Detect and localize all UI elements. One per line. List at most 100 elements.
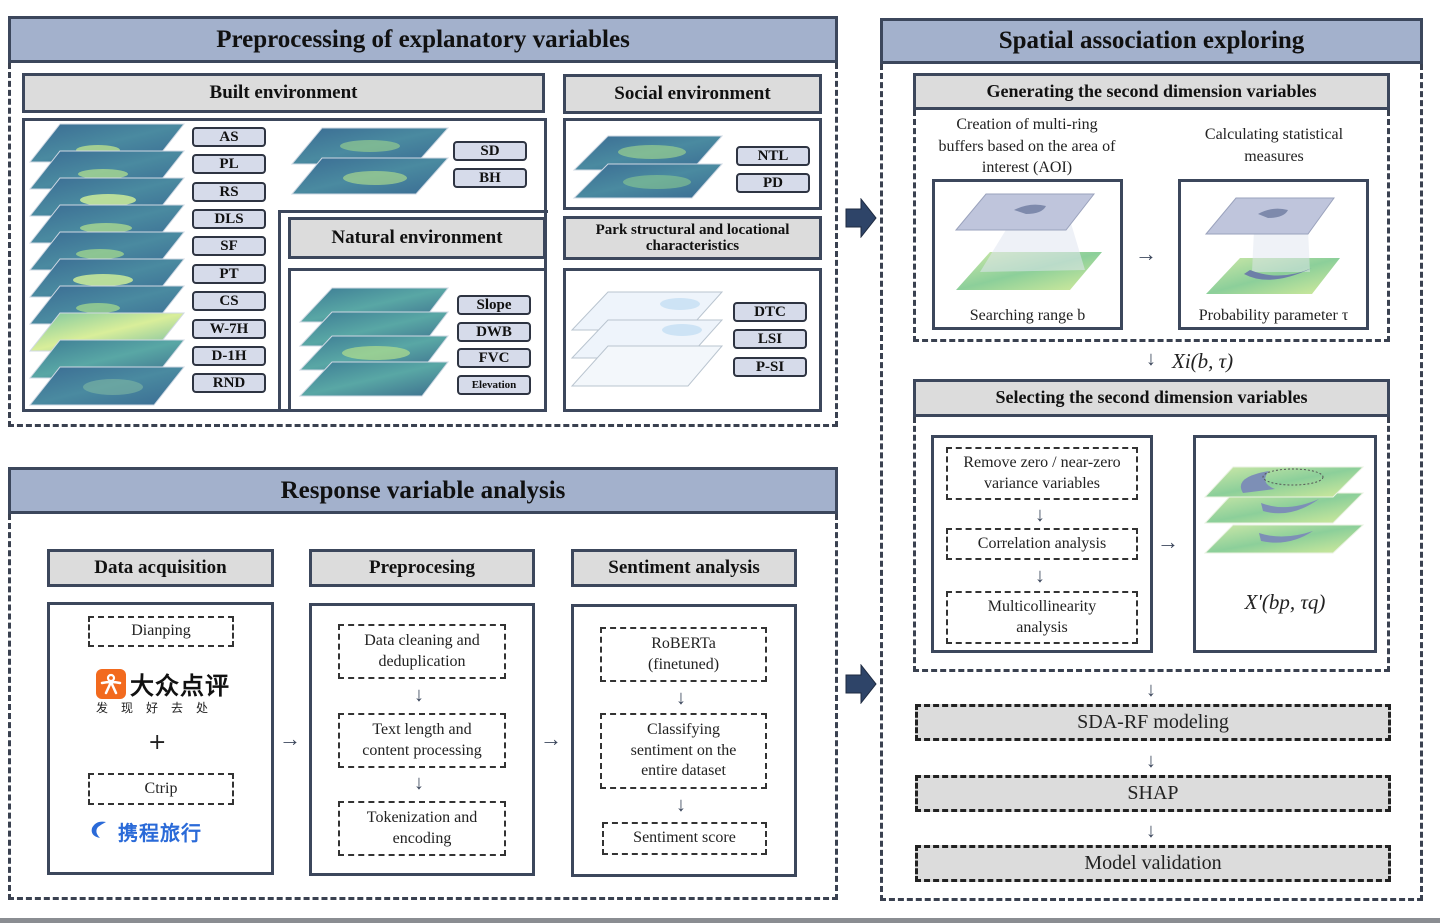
arrow-down-glyph: ↓ <box>1146 750 1156 772</box>
arrow-acquisition-to-preprocessing: → <box>279 728 301 750</box>
preprocessing-section-title: Preprocessing of explanatory variables <box>8 16 838 63</box>
arrow-down-glyph: ↓ <box>1035 504 1045 526</box>
generating-left-caption-text: Creation of multi-ring buffers based on … <box>938 116 1116 177</box>
data-acquisition-title-text: Data acquisition <box>94 556 227 578</box>
arrow-right-glyph: → <box>279 726 301 751</box>
tag-lsi-text: LSI <box>757 330 783 347</box>
plus-sign-text: + <box>148 730 167 755</box>
step-sda-rf-modeling: SDA-RF modeling <box>915 704 1391 741</box>
arrow-down-1: ↓ <box>414 685 424 705</box>
selected-layer-3 <box>1203 466 1365 498</box>
probability-region <box>1244 268 1312 280</box>
tag-slope: Slope <box>457 295 531 315</box>
searching-range-label: Searching range b <box>932 305 1123 327</box>
step-model-validation: Model validation <box>915 845 1391 882</box>
xi-formula-text: Xi(b, τ) <box>1172 349 1234 373</box>
tag-sf-text: SF <box>220 237 238 254</box>
preprocessing-step-text-length: Text length and content processing <box>338 713 506 768</box>
tag-bh: BH <box>453 168 527 188</box>
tag-pt-text: PT <box>219 265 239 282</box>
tag-rnd-text: RND <box>212 374 246 391</box>
arrow-down-4: ↓ <box>676 795 686 815</box>
preprocessing-step-cleaning-text: Data cleaning and deduplication <box>364 631 480 670</box>
sentiment-step-roberta-text: RoBERTa (finetuned) <box>647 634 720 673</box>
dianping-logo-icon <box>96 668 126 699</box>
arrow-down-glyph: ↓ <box>676 687 686 709</box>
spatial-title-text: Spatial association exploring <box>998 27 1305 54</box>
preprocessing-step-tokenization: Tokenization and encoding <box>338 801 506 856</box>
map-layer-psi <box>570 345 724 387</box>
data-acquisition-title: Data acquisition <box>47 549 274 587</box>
tag-rs-text: RS <box>219 183 239 200</box>
tag-dtc: DTC <box>733 302 807 322</box>
tag-as: AS <box>192 127 266 147</box>
selected-variables-illustration <box>1203 466 1365 554</box>
dianping-slogan: 发现好去处 <box>96 699 221 716</box>
arrow-right-glyph: → <box>540 726 562 751</box>
tag-fvc: FVC <box>457 348 531 368</box>
arrow-down-6: ↓ <box>1035 566 1045 586</box>
tag-pd-text: PD <box>763 174 783 191</box>
tag-pl: PL <box>192 154 266 174</box>
searching-range-label-text: Searching range b <box>969 307 1086 324</box>
park-characteristics-title-text: Park structural and locational character… <box>595 221 790 255</box>
plus-sign: + <box>148 730 166 755</box>
dianping-person-icon <box>100 673 122 694</box>
dianping-logo-text: 大众点评 <box>130 672 230 700</box>
sentiment-step-score: Sentiment score <box>602 822 767 855</box>
buffer-cone <box>1252 230 1310 272</box>
step-sda-rf-modeling-text: SDA-RF modeling <box>1077 711 1229 733</box>
built-environment-map-stack-2 <box>290 127 450 195</box>
generating-variables-title-text: Generating the second dimension variable… <box>986 80 1317 101</box>
arrow-preprocessing-to-sentiment: → <box>540 728 562 750</box>
arrow-down-2: ↓ <box>414 773 424 793</box>
social-environment-title-text: Social environment <box>614 82 771 104</box>
arrow-down-glyph: ↓ <box>414 772 424 794</box>
tag-d1h-text: D-1H <box>211 347 247 364</box>
tag-sd-text: SD <box>480 142 500 159</box>
arrow-right-glyph: → <box>1157 529 1179 554</box>
step-model-validation-text: Model validation <box>1084 852 1222 874</box>
generating-left-caption: Creation of multi-ring buffers based on … <box>937 114 1117 179</box>
built-inner-divider-v <box>278 210 281 412</box>
arrow-down-8: ↓ <box>1146 751 1156 771</box>
generating-variables-title: Generating the second dimension variable… <box>913 73 1390 110</box>
natural-environment-title-text: Natural environment <box>331 226 503 248</box>
tag-psi-text: P-SI <box>755 358 785 375</box>
tag-pl-text: PL <box>219 155 239 172</box>
data-acquisition-panel <box>47 602 274 875</box>
sentiment-analysis-title: Sentiment analysis <box>571 549 797 587</box>
bottom-edge-bar <box>0 918 1440 923</box>
preprocessing-step-cleaning: Data cleaning and deduplication <box>338 624 506 679</box>
preprocessing-step-tokenization-text: Tokenization and encoding <box>366 808 478 847</box>
response-title-text: Response variable analysis <box>280 476 566 504</box>
source-ctrip-box: Ctrip <box>88 773 234 805</box>
arrow-down-glyph: ↓ <box>1146 820 1156 842</box>
tag-cs: CS <box>192 291 266 311</box>
source-dianping-box: Dianping <box>88 616 234 647</box>
arrow-down-9: ↓ <box>1146 821 1156 841</box>
selecting-variables-title: Selecting the second dimension variables <box>913 379 1390 417</box>
sentiment-analysis-title-text: Sentiment analysis <box>608 556 760 578</box>
step-shap: SHAP <box>915 775 1391 812</box>
arrow-down-3: ↓ <box>676 688 686 708</box>
natural-environment-title: Natural environment <box>288 217 546 259</box>
step-correlation-analysis-text: Correlation analysis <box>977 534 1107 552</box>
probability-parameter-illustration <box>1204 197 1340 294</box>
map-layer-pd <box>572 163 724 199</box>
natural-environment-map-stack <box>298 287 450 397</box>
built-environment-map-stack <box>28 123 186 406</box>
park-characteristics-map-stack <box>570 291 724 387</box>
selected-formula: X'(bp, τq) <box>1193 590 1377 615</box>
ctrip-logo: 携程旅行 <box>88 817 202 846</box>
tag-psi: P-SI <box>733 357 807 377</box>
map-layer-elevation <box>298 361 450 397</box>
buffer-cone <box>980 220 1085 272</box>
selected-formula-text: X'(bp, τq) <box>1244 590 1326 614</box>
tag-rnd: RND <box>192 373 266 393</box>
big-arrow-bottom <box>845 664 877 704</box>
ctrip-dolphin-icon <box>88 818 110 840</box>
tag-dls: DLS <box>192 209 266 229</box>
arrow-down-glyph: ↓ <box>414 684 424 706</box>
step-correlation-analysis: Correlation analysis <box>946 528 1138 560</box>
